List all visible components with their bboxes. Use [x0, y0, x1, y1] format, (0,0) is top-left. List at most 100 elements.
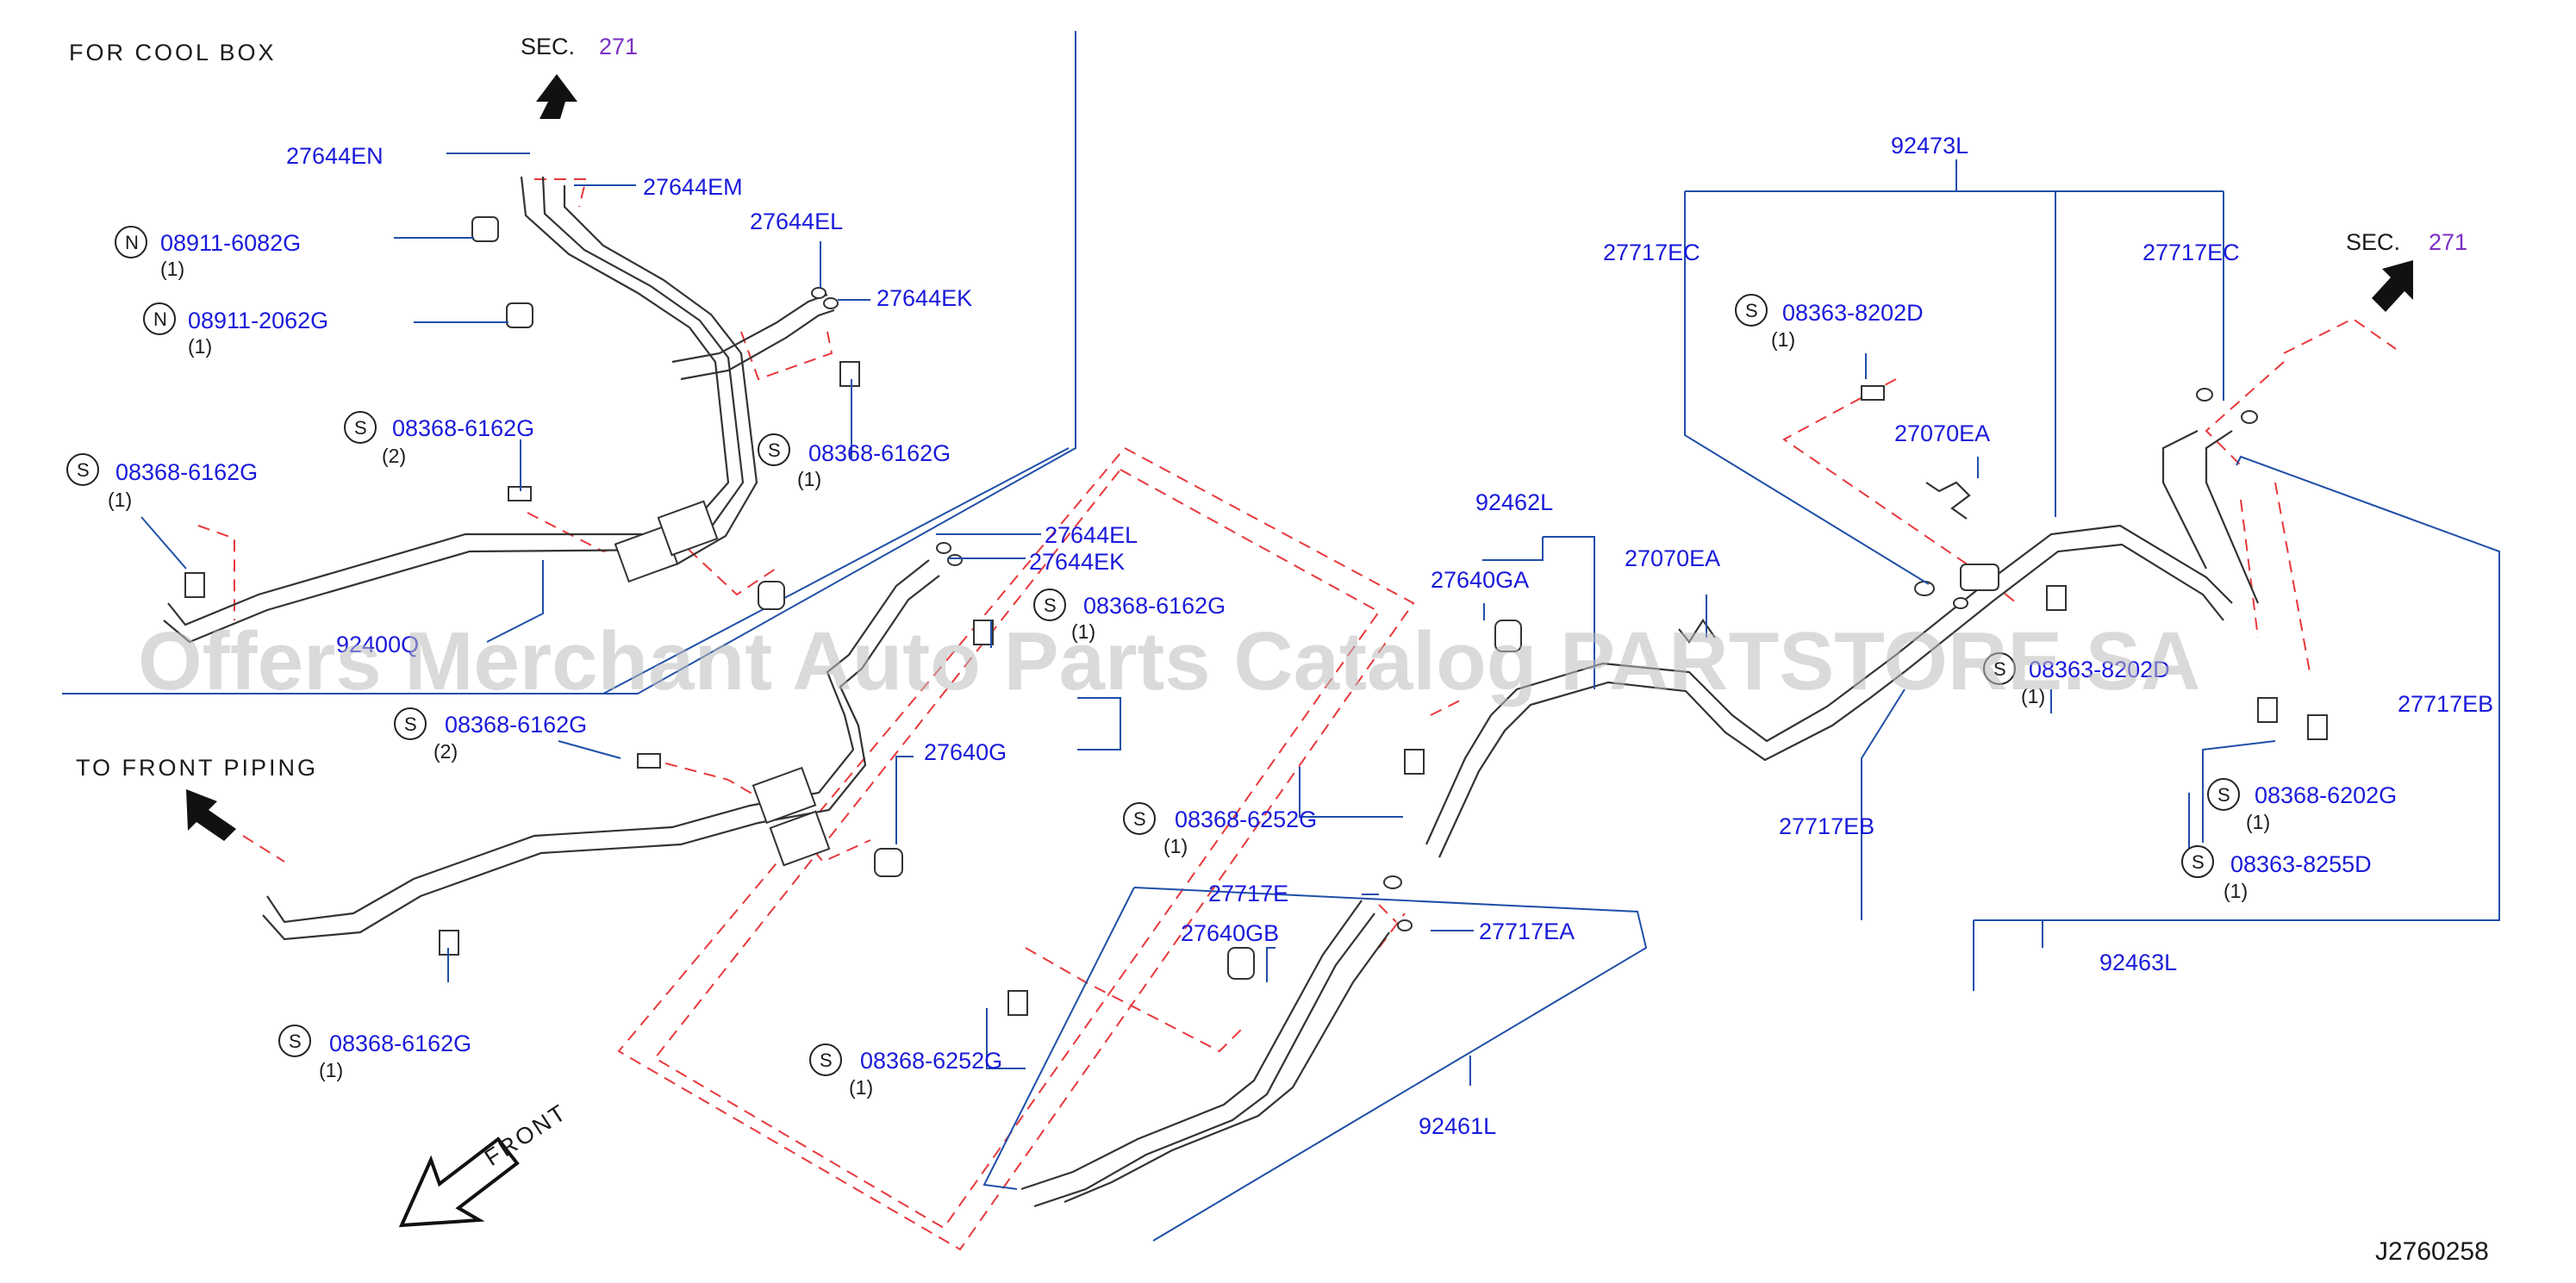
svg-text:08363-8255D: 08363-8255D: [2230, 851, 2372, 877]
callout-08368-6252G-a[interactable]: S 08368-6252G (1): [1123, 802, 1317, 857]
bolt-icon: [839, 361, 860, 387]
svg-text:27717EB: 27717EB: [2398, 691, 2493, 717]
callout-27644EN[interactable]: 27644EN: [286, 143, 384, 169]
n-symbol-icon: [143, 302, 176, 335]
svg-text:271: 271: [2429, 229, 2467, 255]
install-region-outer: [617, 446, 1415, 1251]
guide-dash-5: [1782, 317, 2397, 673]
fasteners: [184, 361, 2328, 1016]
svg-text:27070EA: 27070EA: [1625, 545, 1720, 571]
callout-92473L[interactable]: 92473L: [1891, 133, 1968, 159]
front-pipe-assembly[interactable]: [262, 559, 940, 941]
callout-27070EA-right[interactable]: 27070EA: [1894, 420, 1990, 446]
callout-27717EB-left[interactable]: 27717EB: [1779, 813, 1874, 839]
callout-92462L[interactable]: 92462L: [1475, 489, 1553, 515]
cool-box-note: FOR COOL BOX: [69, 40, 277, 65]
callout-27644EL-top[interactable]: 27644EL: [750, 209, 843, 234]
sec-reference-top[interactable]: SEC. 271: [521, 34, 638, 59]
callout-08363-8255D[interactable]: S 08363-8255D (1): [2181, 845, 2372, 902]
svg-text:08911-2062G: 08911-2062G: [188, 308, 328, 333]
svg-text:27644EK: 27644EK: [876, 285, 972, 311]
leader-lines: [140, 153, 2500, 1242]
callout-08368-6162G-e[interactable]: S 08368-6162G (2): [394, 707, 587, 763]
panel-divider-line: [62, 31, 1076, 694]
callout-27640GA[interactable]: 27640GA: [1431, 567, 1529, 593]
callout-08368-6162G-d[interactable]: S 08368-6162G (1): [1033, 589, 1226, 643]
bolt-icon: [2257, 697, 2278, 723]
panel-divider-line-2: [602, 447, 1070, 694]
diagram-id: J2760258: [2375, 1237, 2489, 1266]
callout-27717EA[interactable]: 27717EA: [1479, 919, 1575, 944]
svg-text:27717EC: 27717EC: [1603, 240, 1700, 265]
callout-27640G[interactable]: 27640G: [924, 739, 1007, 765]
callout-08363-8202D-a[interactable]: S 08363-8202D (1): [1735, 294, 1924, 351]
callout-27717EC-left[interactable]: 27717EC: [1603, 240, 1700, 265]
callout-92463L[interactable]: 92463L: [2099, 950, 2177, 975]
callout-27644EL-mid[interactable]: 27644EL: [1045, 522, 1138, 548]
callout-92461L[interactable]: 92461L: [1419, 1113, 1496, 1139]
bolt-icon: [973, 620, 994, 645]
svg-text:27070EA: 27070EA: [1894, 420, 1990, 446]
callout-08368-6162G-a[interactable]: S 08368-6162G (2): [344, 411, 534, 467]
arrow-up-icon: [536, 74, 577, 119]
svg-text:S: S: [1133, 808, 1146, 830]
bolt-icon: [2046, 585, 2067, 611]
sec-reference-right[interactable]: SEC. 271: [2346, 229, 2467, 255]
svg-text:(1): (1): [1771, 328, 1795, 351]
callout-27640GB[interactable]: 27640GB: [1181, 920, 1279, 946]
svg-text:92463L: 92463L: [2099, 950, 2177, 975]
callout-08368-6202G[interactable]: S 08368-6202G (1): [2207, 778, 2397, 833]
svg-text:S: S: [1993, 658, 2006, 680]
callout-08368-6252G-b[interactable]: S 08368-6252G (1): [809, 1043, 1002, 1099]
guide-dash-1: [534, 178, 833, 381]
callout-08368-6162G-c[interactable]: S 08368-6162G (1): [66, 453, 258, 511]
bolt-icon: [2307, 714, 2328, 740]
bolt-icon: [1007, 990, 1028, 1016]
callout-08368-6162G-b[interactable]: S 08368-6162G (1): [758, 433, 951, 490]
svg-text:27717EA: 27717EA: [1479, 919, 1575, 944]
cool-box-pipe-assembly[interactable]: [163, 176, 835, 644]
svg-text:(1): (1): [797, 468, 821, 490]
svg-text:92462L: 92462L: [1475, 489, 1553, 515]
callout-27644EK-mid[interactable]: 27644EK: [1029, 549, 1125, 575]
svg-text:271: 271: [599, 34, 638, 59]
callout-08363-8202D-b[interactable]: S 08363-8202D (1): [1983, 652, 2170, 707]
svg-text:S: S: [820, 1049, 833, 1071]
svg-text:27640G: 27640G: [924, 739, 1007, 765]
svg-text:S: S: [2192, 851, 2205, 873]
callout-27070EA-mid[interactable]: 27070EA: [1625, 545, 1720, 571]
svg-text:(1): (1): [2246, 811, 2270, 833]
front-direction-indicator: FRONT: [398, 1099, 572, 1228]
svg-text:(1): (1): [1071, 620, 1095, 643]
n-symbol-icon: [115, 226, 147, 258]
bolt-icon: [1404, 749, 1425, 775]
svg-text:S: S: [404, 713, 417, 735]
svg-text:N: N: [125, 232, 139, 253]
callout-27644EM[interactable]: 27644EM: [643, 174, 743, 200]
s-symbol-icon: [2181, 845, 2214, 878]
s-symbol-icon: [2207, 778, 2240, 811]
svg-text:27640GA: 27640GA: [1431, 567, 1529, 593]
guide-dash-4: [1025, 904, 1397, 1053]
callout-08911-2062G[interactable]: N 08911-2062G (1): [143, 302, 328, 358]
callout-27717EC-right[interactable]: 27717EC: [2143, 240, 2240, 265]
svg-text:08368-6162G: 08368-6162G: [115, 459, 258, 485]
callout-08911-6082G[interactable]: N 08911-6082G (1): [115, 226, 301, 280]
callout-08368-6162G-f[interactable]: S 08368-6162G (1): [278, 1025, 471, 1081]
callout-27717E[interactable]: 27717E: [1208, 881, 1288, 906]
front-label: FRONT: [480, 1099, 572, 1171]
rear-pipe-assembly[interactable]: [1020, 430, 2260, 1208]
svg-text:27644EL: 27644EL: [1045, 522, 1138, 548]
svg-text:08368-6252G: 08368-6252G: [860, 1048, 1002, 1074]
callout-92400Q[interactable]: 92400Q: [336, 632, 419, 657]
callout-27644EK-top[interactable]: 27644EK: [876, 285, 972, 311]
front-arrow-icon: [398, 1137, 520, 1228]
svg-text:N: N: [153, 308, 167, 330]
callout-27717EB-right[interactable]: 27717EB: [2398, 691, 2493, 717]
s-symbol-icon: [1033, 589, 1066, 621]
svg-text:S: S: [1044, 595, 1057, 616]
svg-text:08363-8202D: 08363-8202D: [1782, 300, 1924, 326]
install-region-inner: [653, 468, 1381, 1230]
guide-dash-6: [1378, 697, 1466, 949]
svg-text:27644EK: 27644EK: [1029, 549, 1125, 575]
